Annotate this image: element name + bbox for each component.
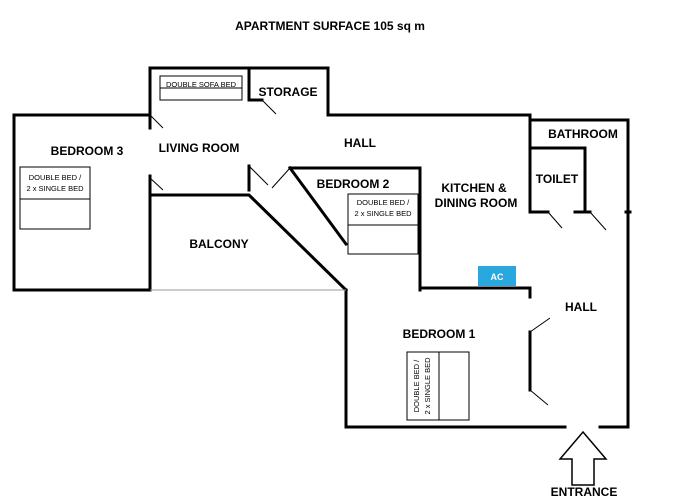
- sofa-bed-label: DOUBLE SOFA BED: [166, 80, 237, 89]
- ac-label: AC: [491, 272, 504, 282]
- room-bedroom2: BEDROOM 2: [317, 177, 390, 191]
- doors: [149, 99, 607, 406]
- door-balcony: [248, 165, 269, 186]
- door-bedroom2: [271, 167, 291, 189]
- room-kitchen-line2: DINING ROOM: [435, 196, 518, 210]
- door-bathroom: [589, 211, 607, 231]
- room-living-room: LIVING ROOM: [159, 141, 240, 155]
- room-kitchen-line1: KITCHEN &: [441, 181, 507, 195]
- ac-unit: AC: [478, 266, 516, 286]
- room-bedroom3: BEDROOM 3: [51, 144, 124, 158]
- bed2-label-line1: DOUBLE BED /: [357, 198, 410, 207]
- bed-bedroom3: DOUBLE BED / 2 x SINGLE BED: [19, 166, 91, 230]
- plan-title: APARTMENT SURFACE 105 sq m: [235, 19, 425, 33]
- bed2-label-line2: 2 x SINGLE BED: [354, 209, 412, 218]
- room-storage: STORAGE: [258, 85, 317, 99]
- door-bedroom3: [149, 177, 164, 191]
- door-living-top: [149, 114, 164, 129]
- door-bedroom1: [529, 317, 551, 333]
- room-hall-top: HALL: [344, 136, 376, 150]
- room-bathroom: BATHROOM: [548, 127, 618, 141]
- door-toilet: [547, 211, 563, 229]
- bed1-label-line1: DOUBLE BED /: [412, 359, 421, 412]
- entrance-arrow: [558, 430, 608, 486]
- entrance-label: ENTRANCE: [551, 485, 618, 499]
- door-storage: [261, 99, 277, 115]
- bed1-label-line2: 2 x SINGLE BED: [423, 357, 432, 415]
- room-bedroom1: BEDROOM 1: [403, 327, 476, 341]
- walls: [12, 66, 632, 429]
- room-hall-right: HALL: [565, 300, 597, 314]
- bed-bedroom1: DOUBLE BED / 2 x SINGLE BED: [406, 351, 470, 421]
- door-bedroom1-lower: [529, 389, 549, 406]
- sofa-bed: DOUBLE SOFA BED: [159, 75, 243, 101]
- bed3-label-line1: DOUBLE BED /: [29, 173, 82, 182]
- bed3-label-line2: 2 x SINGLE BED: [26, 184, 84, 193]
- bed-bedroom2: DOUBLE BED / 2 x SINGLE BED: [347, 193, 419, 255]
- room-toilet: TOILET: [536, 172, 579, 186]
- room-balcony: BALCONY: [189, 237, 248, 251]
